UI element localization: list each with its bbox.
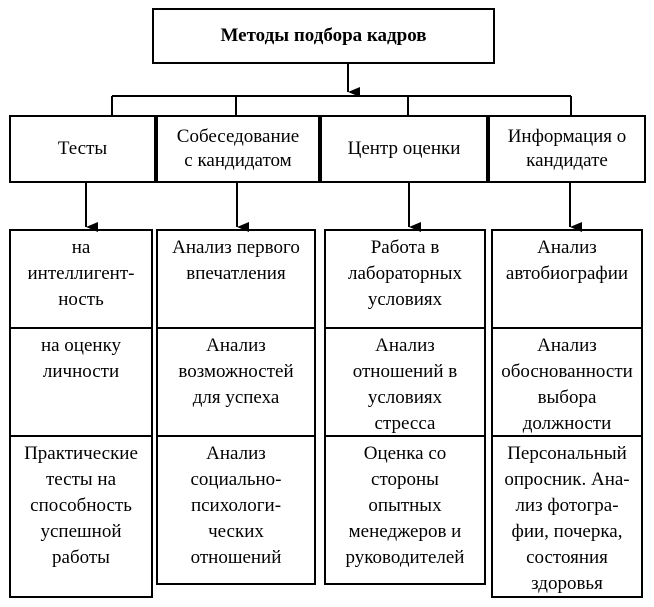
list-item: Анализ автобиографии: [505, 237, 629, 284]
list-item: Анализ социально- психологи- ческих отно…: [190, 443, 282, 568]
list-item: Практические тесты на способность успешн…: [24, 443, 138, 568]
category-tests: Тесты: [9, 115, 156, 183]
list-item: Анализ обоснованности выбора должности: [501, 335, 633, 434]
list-item: Персональный опросник. Ана- лиз фотогра-…: [504, 443, 630, 594]
column-tests: на интеллигент- ность на оценку личности…: [9, 229, 153, 598]
list-item: на интеллигент- ность: [27, 237, 135, 310]
list-item: Анализ первого впечатления: [172, 237, 300, 284]
column-assessment-center: Работа в лабораторных условиях Анализ от…: [324, 229, 486, 585]
category-candidate-info: Информация о кандидате: [488, 115, 646, 183]
list-item: Работа в лабораторных условиях: [347, 237, 462, 310]
list-item: Анализ возможностей для успеха: [178, 335, 294, 408]
list-item: Оценка со стороны опытных менеджеров и р…: [345, 443, 465, 568]
diagram-title: Методы подбора кадров: [152, 8, 495, 64]
column-candidate-info: Анализ автобиографии Анализ обоснованнос…: [491, 229, 643, 598]
category-assessment-center: Центр оценки: [320, 115, 488, 183]
column-interview: Анализ первого впечатления Анализ возмож…: [156, 229, 316, 585]
list-item: Анализ отношений в условиях стресса: [352, 335, 458, 434]
category-interview: Собеседование с кандидатом: [156, 115, 320, 183]
list-item: на оценку личности: [40, 335, 122, 382]
